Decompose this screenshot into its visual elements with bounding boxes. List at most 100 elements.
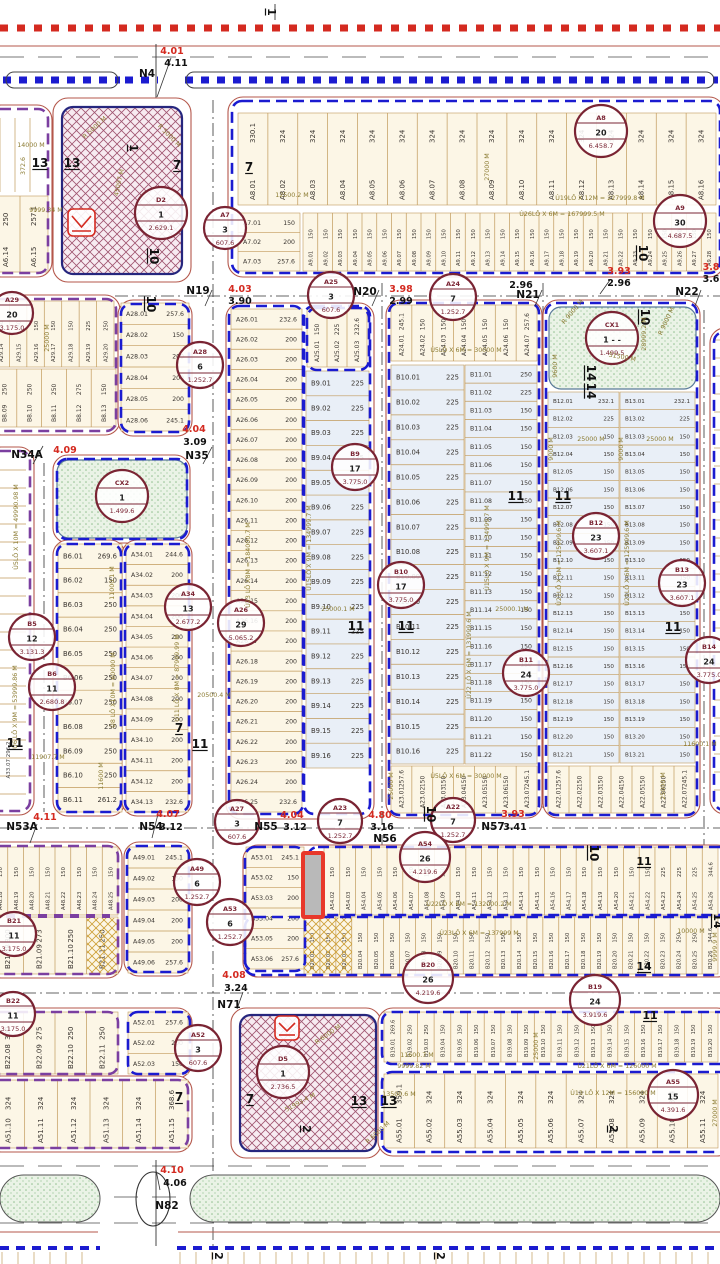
- plot-area-label: 225: [446, 698, 459, 706]
- label-text: 3.09: [183, 437, 206, 448]
- plot-area-label: 150: [461, 776, 468, 788]
- plot-id-label: A9.24: [648, 250, 654, 266]
- label-text: 13: [381, 1094, 398, 1108]
- hatched-plot[interactable]: [87, 918, 117, 973]
- plot-area-label: 324: [608, 1090, 616, 1104]
- badge-block-name: A52: [191, 1031, 205, 1039]
- label-text: 25000.1 M: [495, 606, 528, 613]
- badge-lot-count: 20: [595, 129, 607, 138]
- plot-area-label: 150: [603, 558, 614, 564]
- plot-area-label: 150: [603, 735, 614, 741]
- plot-area-label: 150: [520, 571, 532, 578]
- label-text: 14: [636, 960, 652, 973]
- plot-area-label: 150: [14, 867, 20, 877]
- road-or-count-label: 2: [433, 1252, 447, 1260]
- plot-area-label: 150: [438, 933, 444, 943]
- area-note-label: 372.6: [20, 157, 27, 175]
- plot-area-label: 150: [441, 229, 447, 239]
- plot-id-label: A48.19: [14, 892, 20, 910]
- plot-area-label: 225: [351, 752, 364, 760]
- plot-strip: 150A48.18150A48.19150A48.20150A48.21150A…: [0, 846, 119, 916]
- plot-id-label: A26.11: [236, 517, 258, 524]
- plot-id-label: B9.12: [311, 653, 331, 661]
- strip-bg: [547, 391, 620, 764]
- block-border: [230, 99, 720, 275]
- label-text: 2.96: [607, 278, 631, 289]
- selected-plot[interactable]: [301, 851, 325, 919]
- plot-id-label: B13.21: [625, 752, 645, 758]
- plot-id-label: B11.01: [470, 371, 492, 378]
- label-text: 3.93: [607, 266, 630, 277]
- block-border: [55, 457, 189, 541]
- plot-id-label: B19.05: [457, 1039, 463, 1057]
- plot-id-label: A8.14: [638, 179, 646, 200]
- plot-area-label: 200: [171, 572, 183, 579]
- plot-id-label: A9.14: [500, 250, 506, 266]
- label-text: Ú5LÔ X 6M = 30000 M: [430, 345, 501, 354]
- plot-area-label: 150: [485, 933, 491, 943]
- plot-area-label: 250: [2, 213, 10, 226]
- label-text: 25000 M: [660, 772, 667, 799]
- road-or-count-label: N35: [185, 450, 208, 462]
- plot-area-label: 150: [603, 576, 614, 582]
- badge-block-name: B11: [519, 656, 533, 664]
- label-text: 2: [300, 1125, 313, 1133]
- label-text: 25000.1 M: [321, 606, 354, 613]
- plot-id-label: A9.27: [692, 251, 698, 266]
- plot-area-label: 232.1: [674, 399, 690, 405]
- label-text: 9600 M: [552, 354, 559, 377]
- road-or-count-label: 3.90: [228, 296, 252, 307]
- badge-block-name: A22: [446, 803, 460, 811]
- plot-area-label: 150: [679, 523, 690, 529]
- badge-area-value: 1.252.7: [328, 832, 353, 840]
- badge-block-name: A53: [223, 905, 237, 913]
- plot-area-label: 324: [135, 1096, 143, 1110]
- plot-id-label: A51.10: [5, 1118, 13, 1143]
- plot-id-label: B9.05: [311, 479, 331, 487]
- label-text: 7: [175, 1090, 183, 1104]
- area-note-label: 11600.7 M: [400, 1052, 433, 1059]
- area-note-label: Ú22LÔ X 6M = 132000.2 M: [426, 899, 511, 908]
- plot-id-label: A29.18: [69, 344, 75, 362]
- plot-area-label: 150: [500, 229, 506, 239]
- plot-id-label: A28.01: [126, 311, 148, 318]
- badge-area-value: 1.499.6: [110, 507, 135, 515]
- road-or-count-label: 7: [173, 158, 181, 173]
- hatched-plot[interactable]: [304, 918, 352, 973]
- label-text: 9999.9 M: [712, 932, 719, 961]
- road-or-count-label: N71: [217, 999, 240, 1011]
